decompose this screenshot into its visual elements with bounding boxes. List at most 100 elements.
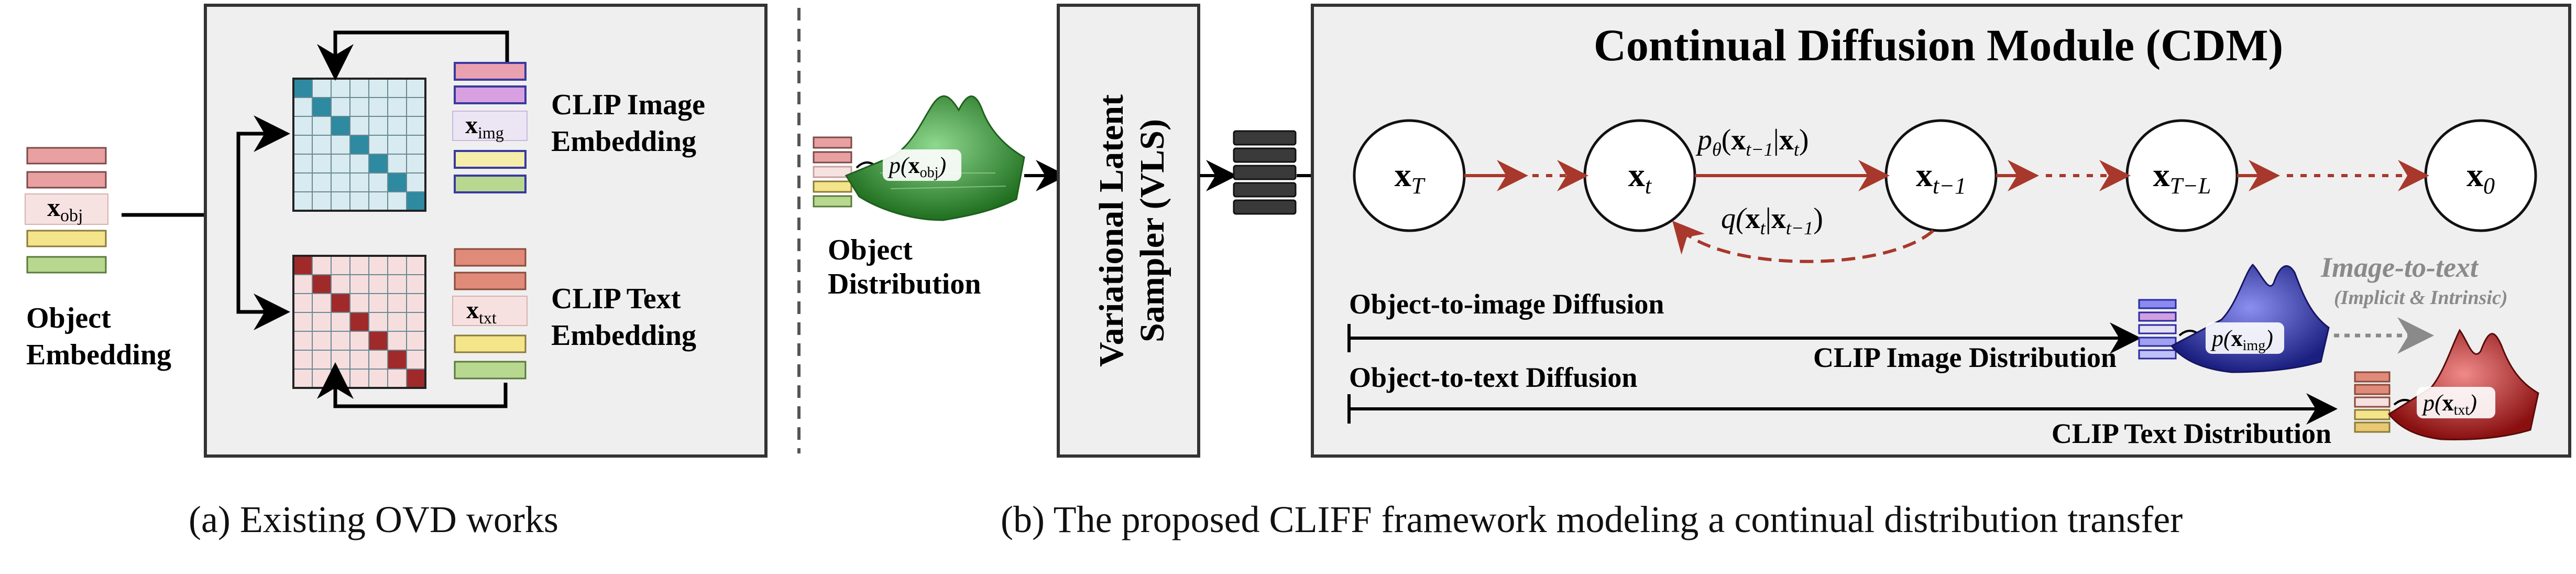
latent-sample-stack	[1233, 130, 1297, 215]
matrix-cell	[349, 312, 369, 332]
clip-text-embedding-label-2: Embedding	[551, 319, 696, 352]
matrix-cell	[368, 369, 388, 388]
matrix-cell	[406, 312, 426, 332]
clip-text-embedding-label-1: CLIP Text	[551, 283, 681, 315]
matrix-cell	[312, 369, 332, 388]
matrix-cell	[349, 116, 369, 136]
matrix-cell	[387, 78, 407, 98]
matrix-cell	[349, 350, 369, 370]
clip-text-distribution-label: CLIP Text Distribution	[2052, 418, 2331, 449]
implicit-intrinsic-label: (Implicit & Intrinsic)	[2334, 287, 2507, 309]
matrix-cell	[331, 350, 350, 370]
matrix-cell	[406, 97, 426, 117]
clip-image-similarity-matrix	[292, 78, 426, 212]
matrix-cell	[312, 274, 332, 294]
matrix-cell	[368, 331, 388, 351]
node-x-T: xT	[1353, 119, 1466, 232]
matrix-cell	[368, 135, 388, 155]
matrix-cell	[387, 350, 407, 370]
matrix-cell	[368, 172, 388, 192]
matrix-cell	[331, 293, 350, 313]
vls-label: Variational LatentSampler (VLS)	[1092, 94, 1171, 367]
matrix-cell	[312, 293, 332, 313]
matrix-cell	[387, 154, 407, 174]
matrix-cell	[293, 350, 313, 370]
matrix-cell	[293, 331, 313, 351]
matrix-cell	[312, 331, 332, 351]
matrix-cell	[349, 274, 369, 294]
matrix-cell	[406, 369, 426, 388]
object-distribution-peak: p(xobj)	[845, 95, 1025, 221]
p-txt-label: p(xtxt)	[2421, 390, 2477, 418]
matrix-cell	[406, 331, 426, 351]
matrix-cell	[331, 78, 350, 98]
matrix-cell	[331, 172, 350, 192]
matrix-cell	[406, 172, 426, 192]
clip-image-distribution-peak: p(ximg)	[2170, 263, 2330, 373]
matrix-cell	[293, 191, 313, 211]
image-feedback-arrow	[317, 30, 509, 81]
matrix-cell	[312, 312, 332, 332]
matrix-cell	[349, 135, 369, 155]
panel-a: xobj Object Embedding ximg CLIP Image Em…	[25, 4, 768, 458]
matrix-cell	[312, 191, 332, 211]
matrix-cell	[349, 293, 369, 313]
matrix-cell	[293, 369, 313, 388]
x-obj-symbol: xobj	[47, 192, 83, 225]
clip-text-distribution-stack	[2354, 371, 2391, 433]
matrix-cell	[312, 135, 332, 155]
matrix-cell	[312, 255, 332, 275]
forward-process-label: pθ(xt−1|xt)	[1695, 124, 1809, 160]
clip-text-distribution-peak: p(xtxt)	[2387, 329, 2539, 440]
reverse-process-label: q(xt|xt−1)	[1721, 202, 1823, 239]
matrix-cell	[406, 350, 426, 370]
matrix-cell	[387, 135, 407, 155]
matrix-cell	[406, 78, 426, 98]
matrix-cell	[387, 255, 407, 275]
node-x-T-minus-L: xT−L	[2125, 119, 2239, 232]
caption-a: (a) Existing OVD works	[189, 499, 558, 540]
matrix-cell	[293, 255, 313, 275]
matrix-cell	[349, 191, 369, 211]
matrix-cell	[349, 78, 369, 98]
matrix-border	[292, 78, 426, 212]
node-x-t: xt	[1583, 119, 1696, 232]
matrix-cell	[293, 97, 313, 117]
matrix-cell	[312, 97, 332, 117]
clip-image-distribution-label: CLIP Image Distribution	[1813, 342, 2117, 373]
matrix-cell	[331, 312, 350, 332]
matrix-cell	[368, 97, 388, 117]
matrix-cell	[368, 255, 388, 275]
matrix-cell	[406, 191, 426, 211]
matrix-cell	[368, 116, 388, 136]
x-img-symbol: ximg	[465, 111, 504, 142]
matrix-cell	[331, 274, 350, 294]
node-x-0: x0	[2424, 119, 2537, 232]
svg-text:xT−L: xT−L	[2153, 156, 2211, 199]
object-distribution-stack	[813, 136, 852, 208]
object-embedding-stack: xobj	[25, 147, 108, 274]
matrix-cell	[331, 331, 350, 351]
matrix-cell	[331, 191, 350, 211]
matrix-cell	[293, 116, 313, 136]
matrix-cell	[368, 293, 388, 313]
matrix-cell	[312, 116, 332, 136]
matrix-cell	[349, 97, 369, 117]
clip-text-embedding-stack: xtxt	[452, 248, 528, 380]
matrix-cell	[331, 255, 350, 275]
svg-text:x0: x0	[2467, 156, 2495, 199]
object-to-image-label: Object-to-image Diffusion	[1349, 288, 1664, 320]
matrix-cell	[312, 78, 332, 98]
matrix-cell	[368, 191, 388, 211]
p-img-label: p(ximg)	[2210, 326, 2273, 354]
matrix-cell	[406, 116, 426, 136]
matrix-cell	[293, 78, 313, 98]
clip-text-similarity-matrix	[292, 255, 426, 389]
caption-b: (b) The proposed CLIFF framework modelin…	[1001, 499, 2183, 540]
matrix-cell	[293, 293, 313, 313]
svg-text:xt−1: xt−1	[1916, 156, 1966, 199]
matrix-cell	[293, 172, 313, 192]
matrix-cell	[331, 135, 350, 155]
matrix-cell	[312, 350, 332, 370]
